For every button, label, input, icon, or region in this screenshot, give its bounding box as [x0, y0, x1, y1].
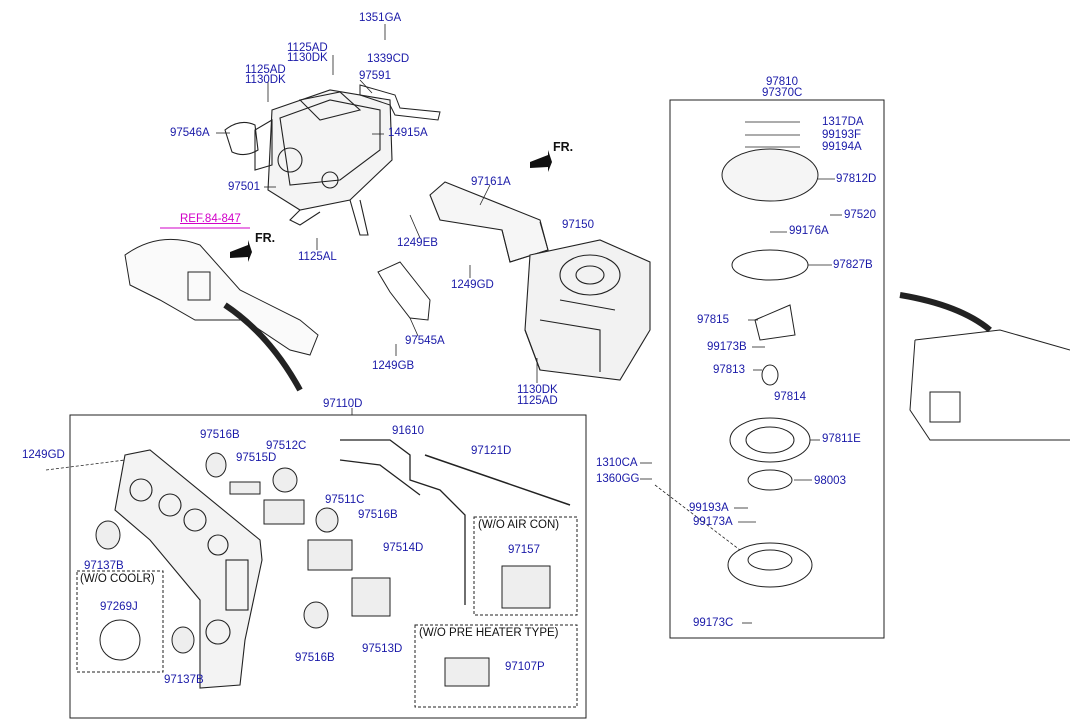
label-98003: 98003 [814, 475, 846, 487]
label-1360GG: 1360GG [596, 473, 640, 485]
controller-components [95, 452, 551, 687]
label-97811E: 97811E [822, 433, 861, 445]
variant-caption-wo-pre-heater: (W/O PRE HEATER TYPE) [419, 627, 559, 639]
label-1125AD: 1125AD [517, 395, 558, 407]
wo-air-con-box [473, 516, 578, 616]
bracket-97591 [359, 84, 441, 121]
label-14915A: 14915A [388, 127, 428, 139]
label-1351GA: 1351GA [359, 12, 402, 24]
reference-link[interactable]: REF.84-847 [180, 213, 241, 225]
wo-pre-heater-box [414, 624, 578, 708]
front-label: FR. [553, 140, 574, 154]
label-1249GD: 1249GD [451, 279, 494, 291]
label-99173A: 99173A [693, 516, 733, 528]
label-97107P: 97107P [505, 661, 545, 673]
rear-blower-group-box [669, 99, 885, 639]
label-97137B: 97137B [84, 560, 124, 572]
label-97515D: 97515D [236, 452, 277, 464]
label-97815: 97815 [697, 314, 729, 326]
duct-97161A [429, 181, 549, 263]
label-97513D: 97513D [362, 643, 403, 655]
blower-unit-97150 [524, 239, 651, 381]
label-97520: 97520 [844, 209, 876, 221]
label-97137B: 97137B [164, 674, 204, 686]
label-1130DK: 1130DK [517, 384, 558, 396]
label-1249GB: 1249GB [372, 360, 415, 372]
label-97501: 97501 [228, 181, 260, 193]
label-97591: 97591 [359, 70, 391, 82]
label-1317DA: 1317DA [822, 116, 864, 128]
label-97827B: 97827B [833, 259, 873, 271]
label-1125AL: 1125AL [298, 251, 337, 263]
intake-97546A [224, 121, 259, 156]
label-97161A: 97161A [471, 176, 511, 188]
label-1249EB: 1249EB [397, 237, 438, 249]
ref-leader-curve [223, 302, 303, 392]
front-arrow-icon [530, 150, 552, 172]
label-97512C: 97512C [266, 440, 307, 452]
leader-lines [45, 24, 842, 624]
label-97516B: 97516B [200, 429, 240, 441]
label-97511C: 97511C [325, 494, 365, 506]
vehicle-leader-curve [899, 292, 992, 333]
label-97516B: 97516B [358, 509, 398, 521]
controller-group-box [69, 414, 587, 719]
cable-97121D [424, 454, 571, 506]
front-arrow-icon [230, 240, 252, 262]
label-97269J: 97269J [100, 601, 138, 613]
control-panel-bezel [114, 449, 263, 689]
front-label: FR. [255, 231, 276, 245]
label-97814: 97814 [774, 391, 806, 403]
label-1310CA: 1310CA [596, 457, 638, 469]
label-99176A: 99176A [789, 225, 829, 237]
label-1130DK: 1130DK [245, 74, 286, 86]
label-99173C: 99173C [693, 617, 734, 629]
dashboard-reference [124, 238, 319, 356]
label-1125AD: 1125AD [245, 64, 286, 76]
heater-unit-97501 [254, 89, 393, 236]
label-97157: 97157 [508, 544, 540, 556]
variant-caption-wo-air-con: (W/O AIR CON) [478, 519, 560, 531]
label-97516B: 97516B [295, 652, 335, 664]
label-1249GD: 1249GD [22, 449, 65, 461]
label-99193A: 99193A [689, 502, 729, 514]
harness-91610 [340, 439, 466, 605]
label-97110D: 97110D [323, 398, 363, 410]
label-97121D: 97121D [471, 445, 512, 457]
label-99173B: 99173B [707, 341, 747, 353]
duct-97545A [377, 261, 431, 321]
label-97546A: 97546A [170, 127, 210, 139]
label-99193F: 99193F [822, 129, 862, 141]
label-97545A: 97545A [405, 335, 445, 347]
wo-coolr-box [76, 570, 164, 673]
label-99194A: 99194A [822, 141, 862, 153]
variant-caption-wo-coolr: (W/O COOLR) [80, 573, 155, 585]
label-1130DK: 1130DK [287, 52, 328, 64]
label-97813: 97813 [713, 364, 745, 376]
label-91610: 91610 [392, 425, 424, 437]
label-97810: 97810 [766, 76, 798, 88]
label-97150: 97150 [562, 219, 594, 231]
rear-blower-stack [721, 148, 819, 588]
label-97370C: 97370C [762, 87, 803, 99]
label-97514D: 97514D [383, 542, 424, 554]
label-1125AD: 1125AD [287, 42, 328, 54]
vehicle-silhouette [909, 329, 1070, 441]
label-1339CD: 1339CD [367, 53, 410, 65]
label-97812D: 97812D [836, 173, 877, 185]
